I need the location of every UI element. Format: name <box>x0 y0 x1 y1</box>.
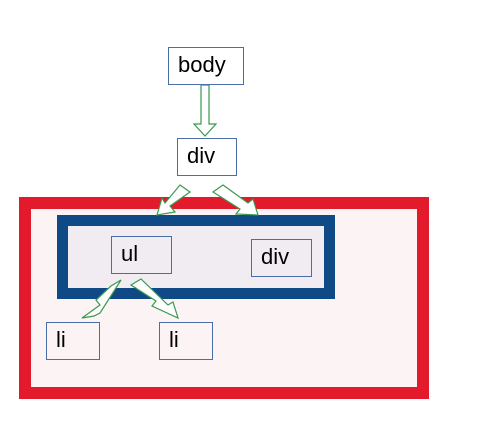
arrow-body-to-div <box>192 84 218 137</box>
node-ul-label: ul <box>121 240 139 266</box>
arrow-ul-to-li-left <box>81 279 122 319</box>
node-div-top-label: div <box>187 142 216 168</box>
node-li-left: li <box>46 322 100 360</box>
node-div-top: div <box>177 138 237 176</box>
node-div-inner: div <box>251 239 312 277</box>
node-body: body <box>168 47 244 85</box>
node-div-inner-label: div <box>261 243 290 269</box>
node-li-right: li <box>159 322 213 360</box>
arrow-ul-to-li-right <box>129 278 179 320</box>
node-li-left-label: li <box>56 326 66 352</box>
arrow-div-to-div-inner <box>211 184 259 216</box>
node-body-label: body <box>178 51 226 77</box>
node-li-right-label: li <box>169 326 179 352</box>
node-ul: ul <box>111 236 172 274</box>
arrow-div-to-ul <box>156 184 192 216</box>
